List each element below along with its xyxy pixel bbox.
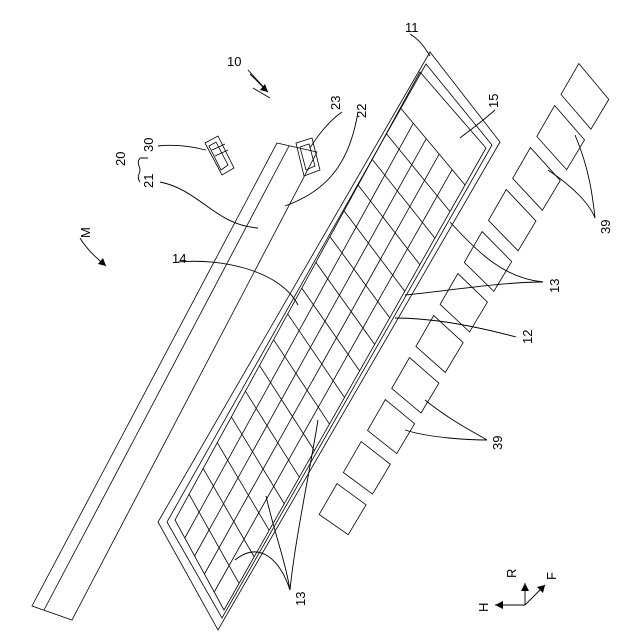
tile bbox=[368, 400, 415, 454]
grid-line bbox=[330, 237, 390, 318]
grid-line bbox=[260, 365, 315, 450]
label-14: 14 bbox=[172, 251, 186, 266]
label-10: 10 bbox=[227, 54, 241, 69]
cell-grid-13 bbox=[185, 108, 465, 592]
label-13-right: 13 bbox=[547, 279, 562, 293]
tile bbox=[392, 358, 439, 413]
view-arrow-m bbox=[80, 238, 106, 266]
grid-line bbox=[386, 134, 450, 212]
tile bbox=[343, 442, 390, 495]
label-13-lower: 13 bbox=[293, 592, 308, 606]
label-23: 23 bbox=[328, 96, 343, 110]
tile bbox=[537, 106, 585, 170]
label-30: 30 bbox=[141, 138, 156, 152]
label-h: H bbox=[476, 603, 491, 612]
tile bbox=[319, 484, 366, 535]
grid-line bbox=[400, 108, 465, 185]
grid-line bbox=[231, 417, 284, 504]
grid-line bbox=[344, 211, 405, 291]
tile bbox=[513, 148, 561, 211]
label-f: F bbox=[544, 572, 559, 580]
tile bbox=[488, 190, 536, 251]
label-39-upper: 39 bbox=[598, 220, 613, 234]
grid-line bbox=[203, 468, 254, 556]
strip-21 bbox=[32, 143, 317, 620]
grid-line bbox=[217, 443, 269, 531]
label-r: R bbox=[504, 569, 519, 578]
label-20: 20 bbox=[113, 152, 128, 166]
small-block-23 bbox=[296, 138, 320, 176]
grid-line bbox=[189, 494, 239, 583]
label-39-lower: 39 bbox=[490, 436, 505, 450]
grid-line bbox=[245, 391, 299, 477]
grid-line bbox=[372, 159, 435, 238]
connector-30 bbox=[205, 136, 234, 175]
grid-line bbox=[302, 288, 360, 371]
grid-line bbox=[358, 185, 420, 265]
assembly-arrow-10 bbox=[250, 74, 268, 92]
tile bbox=[464, 232, 511, 292]
frame-11 bbox=[158, 52, 500, 630]
label-21: 21 bbox=[141, 174, 156, 188]
label-12: 12 bbox=[520, 330, 535, 344]
grid-line bbox=[316, 262, 375, 344]
grid-line bbox=[288, 314, 345, 398]
label-11: 11 bbox=[405, 20, 419, 35]
tiles-39 bbox=[319, 64, 609, 535]
label-22: 22 bbox=[354, 104, 369, 118]
label-m: M bbox=[78, 227, 93, 238]
grid-line bbox=[274, 340, 330, 424]
axis-indicator bbox=[495, 583, 545, 609]
tile bbox=[440, 274, 487, 332]
label-15: 15 bbox=[486, 94, 501, 108]
tile bbox=[561, 64, 609, 130]
